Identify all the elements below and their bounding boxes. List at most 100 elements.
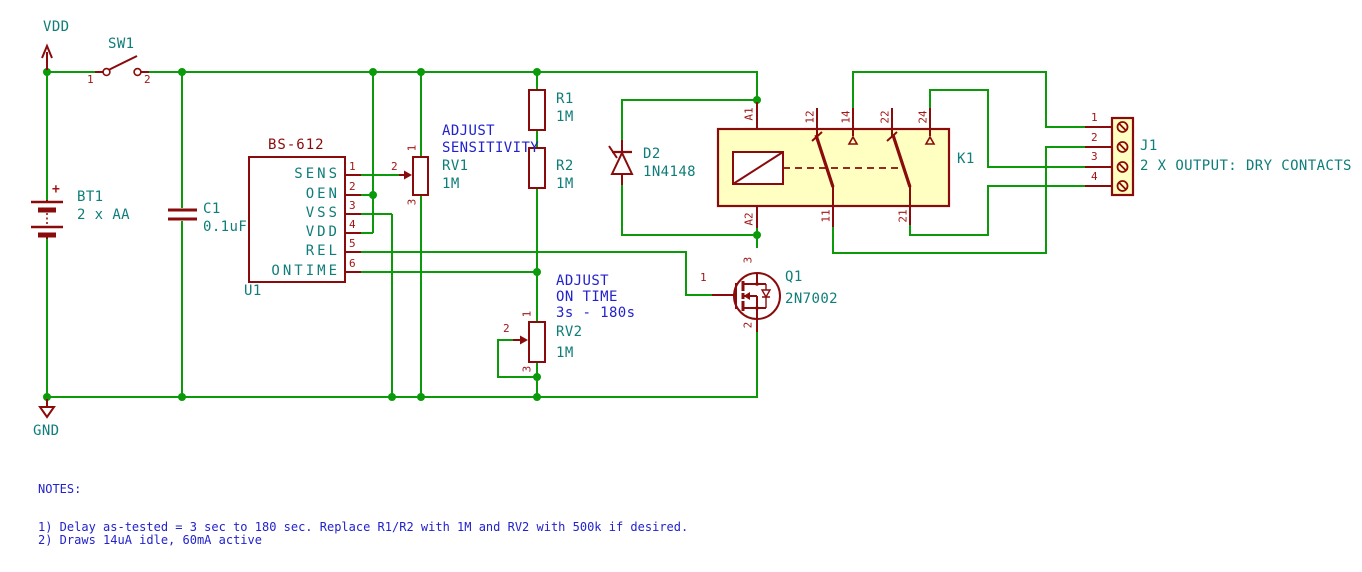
relay-k1-symbol[interactable] bbox=[716, 102, 951, 228]
screw-terminals bbox=[1116, 121, 1129, 192]
capacitor-c1-symbol[interactable] bbox=[168, 208, 197, 221]
rv1-annotation-1: ADJUST bbox=[442, 123, 495, 139]
wire-top-rail bbox=[47, 71, 758, 100]
sw1-ref: SW1 bbox=[108, 36, 135, 52]
j1-ref: J1 bbox=[1140, 138, 1158, 154]
wire-vss bbox=[361, 213, 393, 397]
u1-pin-name-sens: SENS bbox=[294, 166, 340, 182]
u1-pin-num-4: 4 bbox=[349, 218, 356, 231]
wire-rv2-wiper bbox=[497, 339, 537, 378]
u1-pin-name-ontime: ONTIME bbox=[271, 263, 340, 279]
q1-pin-gate: 1 bbox=[700, 271, 707, 284]
u1-pin-name-oen: OEN bbox=[305, 186, 340, 202]
wire-k24-j1p3 bbox=[929, 89, 1085, 168]
ic-u1-symbol[interactable] bbox=[248, 156, 361, 283]
q1-pin-drain: 3 bbox=[741, 256, 755, 264]
u1-pin-name-vdd: VDD bbox=[305, 224, 340, 240]
wires bbox=[46, 71, 1085, 398]
rv1-pin-3: 3 bbox=[405, 198, 419, 206]
u1-pin-num-3: 3 bbox=[349, 199, 356, 212]
wire-bottom-rail bbox=[47, 332, 758, 398]
rv1-value: 1M bbox=[442, 176, 460, 192]
junction-dots bbox=[43, 68, 761, 401]
rv1-pin-1: 1 bbox=[405, 144, 419, 152]
q1-pin-source: 2 bbox=[741, 321, 755, 329]
wire-d2 bbox=[621, 99, 757, 236]
r1-value: 1M bbox=[556, 109, 574, 125]
j1-pin-1: 1 bbox=[1091, 111, 1098, 124]
rv1-annotation-2: SENSITIVITY bbox=[442, 140, 540, 156]
k1-pin-21: 21 bbox=[896, 209, 910, 223]
notes-title: NOTES: bbox=[38, 482, 82, 496]
mosfet-q1-symbol[interactable] bbox=[712, 272, 781, 332]
k1-pin-22: 22 bbox=[878, 110, 892, 124]
notes-line-2: 2) Draws 14uA idle, 60mA active bbox=[38, 533, 262, 547]
j1-pin-2: 2 bbox=[1091, 131, 1098, 144]
bt1-value: 2 x AA bbox=[77, 207, 130, 223]
resistor-r2-symbol[interactable] bbox=[528, 147, 546, 189]
j1-pin-3: 3 bbox=[1091, 150, 1098, 163]
rv1-ref: RV1 bbox=[442, 158, 469, 174]
vdd-label: VDD bbox=[43, 19, 70, 35]
wire-k21-j1p4 bbox=[909, 185, 1085, 236]
k1-pin-11: 11 bbox=[819, 209, 833, 223]
gnd-power-symbol[interactable] bbox=[38, 399, 56, 419]
rv2-pin-1: 1 bbox=[520, 310, 534, 318]
bt1-ref: BT1 bbox=[77, 189, 104, 205]
k1-pin-12: 12 bbox=[803, 110, 817, 124]
r1-ref: R1 bbox=[556, 91, 574, 107]
sw1-pin-1: 1 bbox=[87, 73, 94, 86]
rv2-annotation-2: ON TIME bbox=[556, 289, 618, 305]
q1-value: 2N7002 bbox=[785, 291, 838, 307]
k1-ref: K1 bbox=[957, 151, 975, 167]
relay-levers bbox=[814, 134, 912, 188]
u1-pin-name-vss: VSS bbox=[305, 205, 340, 221]
rv2-pin-3: 3 bbox=[520, 365, 534, 373]
battery-bt1-symbol[interactable] bbox=[31, 200, 63, 239]
sw1-pin-2: 2 bbox=[144, 73, 151, 86]
u1-pin-num-2: 2 bbox=[349, 180, 356, 193]
resistor-r1-symbol[interactable] bbox=[528, 89, 546, 131]
rv2-value: 1M bbox=[556, 345, 574, 361]
k1-pin-a1: A1 bbox=[742, 107, 756, 121]
rv2-annotation-1: ADJUST bbox=[556, 273, 609, 289]
connector-j1-symbol[interactable] bbox=[1085, 116, 1135, 197]
wire-rel-gate bbox=[361, 251, 712, 296]
wire-k11-j1p2 bbox=[832, 146, 1085, 254]
k1-pin-a2: A2 bbox=[742, 212, 756, 226]
vdd-power-symbol[interactable] bbox=[41, 43, 53, 70]
u1-pin-num-5: 5 bbox=[349, 237, 356, 250]
k1-pin-24: 24 bbox=[916, 110, 930, 124]
switch-sw1-symbol[interactable] bbox=[95, 55, 149, 77]
d2-ref: D2 bbox=[643, 146, 661, 162]
gnd-label: GND bbox=[33, 423, 60, 439]
j1-pin-4: 4 bbox=[1091, 170, 1098, 183]
rv2-pin-2: 2 bbox=[503, 322, 510, 335]
relay-no-contacts bbox=[847, 135, 936, 145]
potentiometer-rv2-symbol[interactable] bbox=[513, 321, 546, 363]
u1-value: BS-612 bbox=[268, 137, 325, 153]
r2-ref: R2 bbox=[556, 158, 574, 174]
notes-line-1: 1) Delay as-tested = 3 sec to 180 sec. R… bbox=[38, 520, 689, 534]
wire-k14-j1p1 bbox=[852, 71, 1085, 128]
wire-oen-vdd bbox=[361, 72, 374, 234]
d2-value: 1N4148 bbox=[643, 164, 696, 180]
u1-pin-name-rel: REL bbox=[305, 243, 340, 259]
potentiometer-rv1-symbol[interactable] bbox=[399, 156, 429, 196]
u1-ref: U1 bbox=[244, 283, 262, 299]
q1-ref: Q1 bbox=[785, 269, 803, 285]
rv1-pin-2: 2 bbox=[391, 160, 398, 173]
relay-top-pins bbox=[816, 108, 931, 137]
k1-pin-14: 14 bbox=[839, 110, 853, 124]
u1-pin-num-1: 1 bbox=[349, 160, 356, 173]
c1-value: 0.1uF bbox=[203, 219, 248, 235]
c1-ref: C1 bbox=[203, 201, 221, 217]
u1-pin-num-6: 6 bbox=[349, 257, 356, 270]
bt1-plus-sign: + bbox=[52, 182, 60, 197]
relay-bottom-pins bbox=[832, 186, 911, 227]
j1-desc: 2 X OUTPUT: DRY CONTACTS bbox=[1140, 158, 1352, 174]
diode-d2-symbol[interactable] bbox=[608, 140, 634, 185]
rv2-ref: RV2 bbox=[556, 324, 583, 340]
